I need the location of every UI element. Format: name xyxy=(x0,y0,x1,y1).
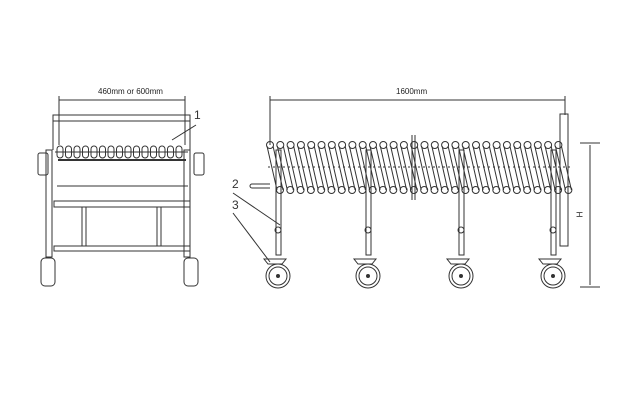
coil-strand xyxy=(390,145,408,191)
front-roller-row xyxy=(55,145,188,159)
coil-strand xyxy=(379,145,397,191)
roller-top xyxy=(389,141,398,149)
side-view xyxy=(232,96,600,289)
roller-top xyxy=(502,141,511,149)
roller-top xyxy=(358,141,367,149)
roller-top xyxy=(286,141,295,149)
roller-top xyxy=(327,141,336,149)
left-caster xyxy=(40,257,56,287)
caster-wheel xyxy=(540,263,566,289)
support-leg xyxy=(275,149,282,256)
coil-strand xyxy=(524,145,541,191)
coil-strand xyxy=(276,145,294,191)
support-leg xyxy=(365,149,372,256)
coil-strand xyxy=(328,145,346,191)
roller-top xyxy=(441,141,450,149)
coil-strand xyxy=(421,145,438,191)
roller-top xyxy=(523,141,532,149)
roller-top xyxy=(348,141,357,149)
right-caster xyxy=(183,257,199,287)
coil-strand xyxy=(451,145,469,191)
roller-top xyxy=(472,141,480,149)
coil-strand xyxy=(503,145,521,191)
roller-top xyxy=(296,141,305,149)
coil-strand xyxy=(297,145,315,191)
roller-top xyxy=(379,141,388,149)
coil-strand xyxy=(307,145,325,191)
front-view xyxy=(37,96,205,287)
callout-2-leader xyxy=(232,192,281,226)
roller-top xyxy=(554,141,563,149)
roller-top xyxy=(533,141,542,149)
caster-brake xyxy=(262,258,288,265)
height-lock xyxy=(364,226,372,234)
caster-wheel xyxy=(355,263,381,289)
roller-top xyxy=(266,141,274,149)
callout-3: 3 xyxy=(232,198,239,212)
coil-strand xyxy=(513,145,531,191)
roller-top xyxy=(410,141,419,149)
coil-strand xyxy=(338,145,356,191)
coil-strand xyxy=(462,145,480,191)
roller-top xyxy=(307,141,316,149)
callout-1-leader xyxy=(171,124,197,141)
caster-brake xyxy=(445,258,471,265)
length-dimension-label: 1600mm xyxy=(396,87,428,96)
right-handle xyxy=(193,152,205,176)
support-leg xyxy=(458,149,465,256)
coil-strand xyxy=(369,145,387,191)
roller-top xyxy=(482,141,491,149)
coil-strand xyxy=(410,145,428,191)
left-handle xyxy=(37,152,49,176)
height-lock xyxy=(549,226,557,234)
cross-beam-upper xyxy=(53,200,191,208)
roller-top xyxy=(420,141,429,149)
height-lock xyxy=(457,226,465,234)
top-guard-frame xyxy=(52,114,191,122)
coil-strand xyxy=(493,145,511,191)
coil-strand xyxy=(554,145,572,191)
coil-strand xyxy=(472,145,490,191)
cross-beam-lower xyxy=(53,245,191,252)
roller-top xyxy=(430,141,439,149)
caster-wheel xyxy=(448,263,474,289)
coil-strand xyxy=(348,145,366,191)
connector-hook xyxy=(249,183,270,189)
coil-strand xyxy=(359,145,377,191)
coil-strand xyxy=(318,145,335,191)
height-dimension-label: H xyxy=(575,211,585,218)
coil-strand xyxy=(482,145,500,191)
callout-2: 2 xyxy=(232,177,239,191)
coil-strand xyxy=(441,145,459,191)
roller-top xyxy=(369,141,377,149)
roller-top xyxy=(338,141,347,149)
roller-top xyxy=(461,141,470,149)
roller-top xyxy=(513,141,522,149)
coil-strand xyxy=(534,145,552,191)
left-leg xyxy=(45,149,53,258)
roller-top xyxy=(451,141,460,149)
coil-strand xyxy=(431,145,449,191)
caster-wheel xyxy=(265,263,291,289)
roller-top xyxy=(399,141,408,149)
caster-brake xyxy=(537,258,563,265)
roller-top xyxy=(544,141,553,149)
coil-strand xyxy=(287,145,305,191)
roller-top xyxy=(276,141,285,149)
caster-brake xyxy=(352,258,378,265)
callout-3-leader xyxy=(232,212,271,263)
width-dimension-label: 460mm or 600mm xyxy=(98,87,163,96)
support-leg xyxy=(550,149,557,256)
end-post xyxy=(559,113,569,247)
coil-strand xyxy=(544,145,562,191)
callout-1: 1 xyxy=(194,108,201,122)
flexible-roller-coils xyxy=(266,141,573,194)
height-lock xyxy=(274,226,282,234)
roller-top xyxy=(317,141,326,149)
right-leg xyxy=(183,149,191,258)
roller-top xyxy=(492,141,501,149)
